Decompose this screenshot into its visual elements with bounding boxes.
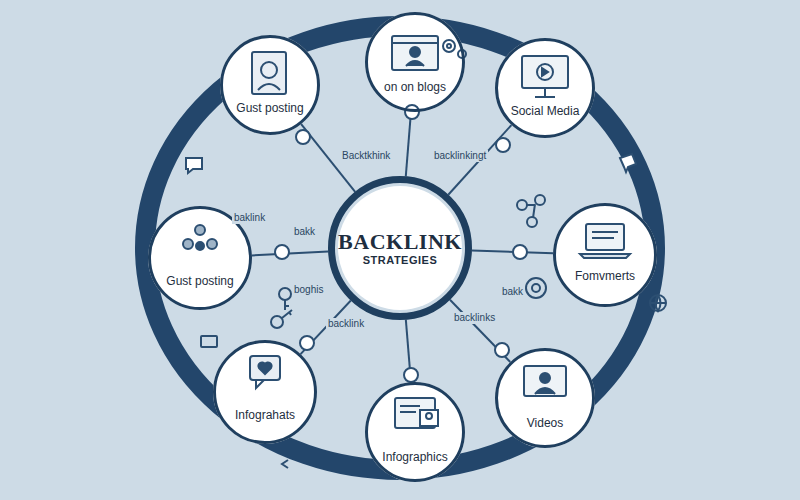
- strategy-circle: on on blogs: [365, 12, 465, 112]
- line-label: Backtkhink: [340, 150, 392, 162]
- strategy-circle: Social Media: [495, 38, 595, 138]
- line-label: baklink: [232, 212, 267, 224]
- strategy-label: Infograhats: [235, 409, 295, 423]
- line-label: backlinks: [452, 312, 497, 324]
- spoke-line: [252, 252, 328, 256]
- line-label: bakk: [292, 226, 317, 238]
- strategy-label: Fomvmerts: [575, 270, 635, 284]
- line-label: boghis: [292, 284, 325, 296]
- line-label: backlink: [326, 318, 366, 330]
- hub-title: BACKLINK: [338, 229, 462, 254]
- strategy-label: on on blogs: [384, 81, 446, 95]
- strategy-circle: Infograhats: [213, 340, 317, 444]
- strategy-circle: Fomvmerts: [553, 203, 657, 307]
- spoke-line: [450, 300, 510, 362]
- hub-title: STRATEGIES: [363, 254, 437, 267]
- strategy-circle: Gust posting: [220, 35, 320, 135]
- strategy-label: Gust posting: [166, 275, 233, 289]
- strategy-label: Social Media: [511, 105, 580, 119]
- node-icons: [183, 36, 630, 428]
- strategy-circle: Infographics: [365, 382, 465, 482]
- line-label: backlinkingt: [432, 150, 488, 162]
- spoke-line: [406, 112, 411, 176]
- decor-icons: [186, 40, 666, 468]
- strategy-circle: Videos: [495, 348, 595, 448]
- hub-circle: BACKLINKSTRATEGIES: [328, 176, 472, 320]
- node-fills: [148, 12, 657, 482]
- strategy-label: Infographics: [382, 451, 447, 465]
- strategy-label: Videos: [527, 417, 563, 431]
- line-label: bakk: [500, 286, 525, 298]
- strategy-label: Gust posting: [236, 102, 303, 116]
